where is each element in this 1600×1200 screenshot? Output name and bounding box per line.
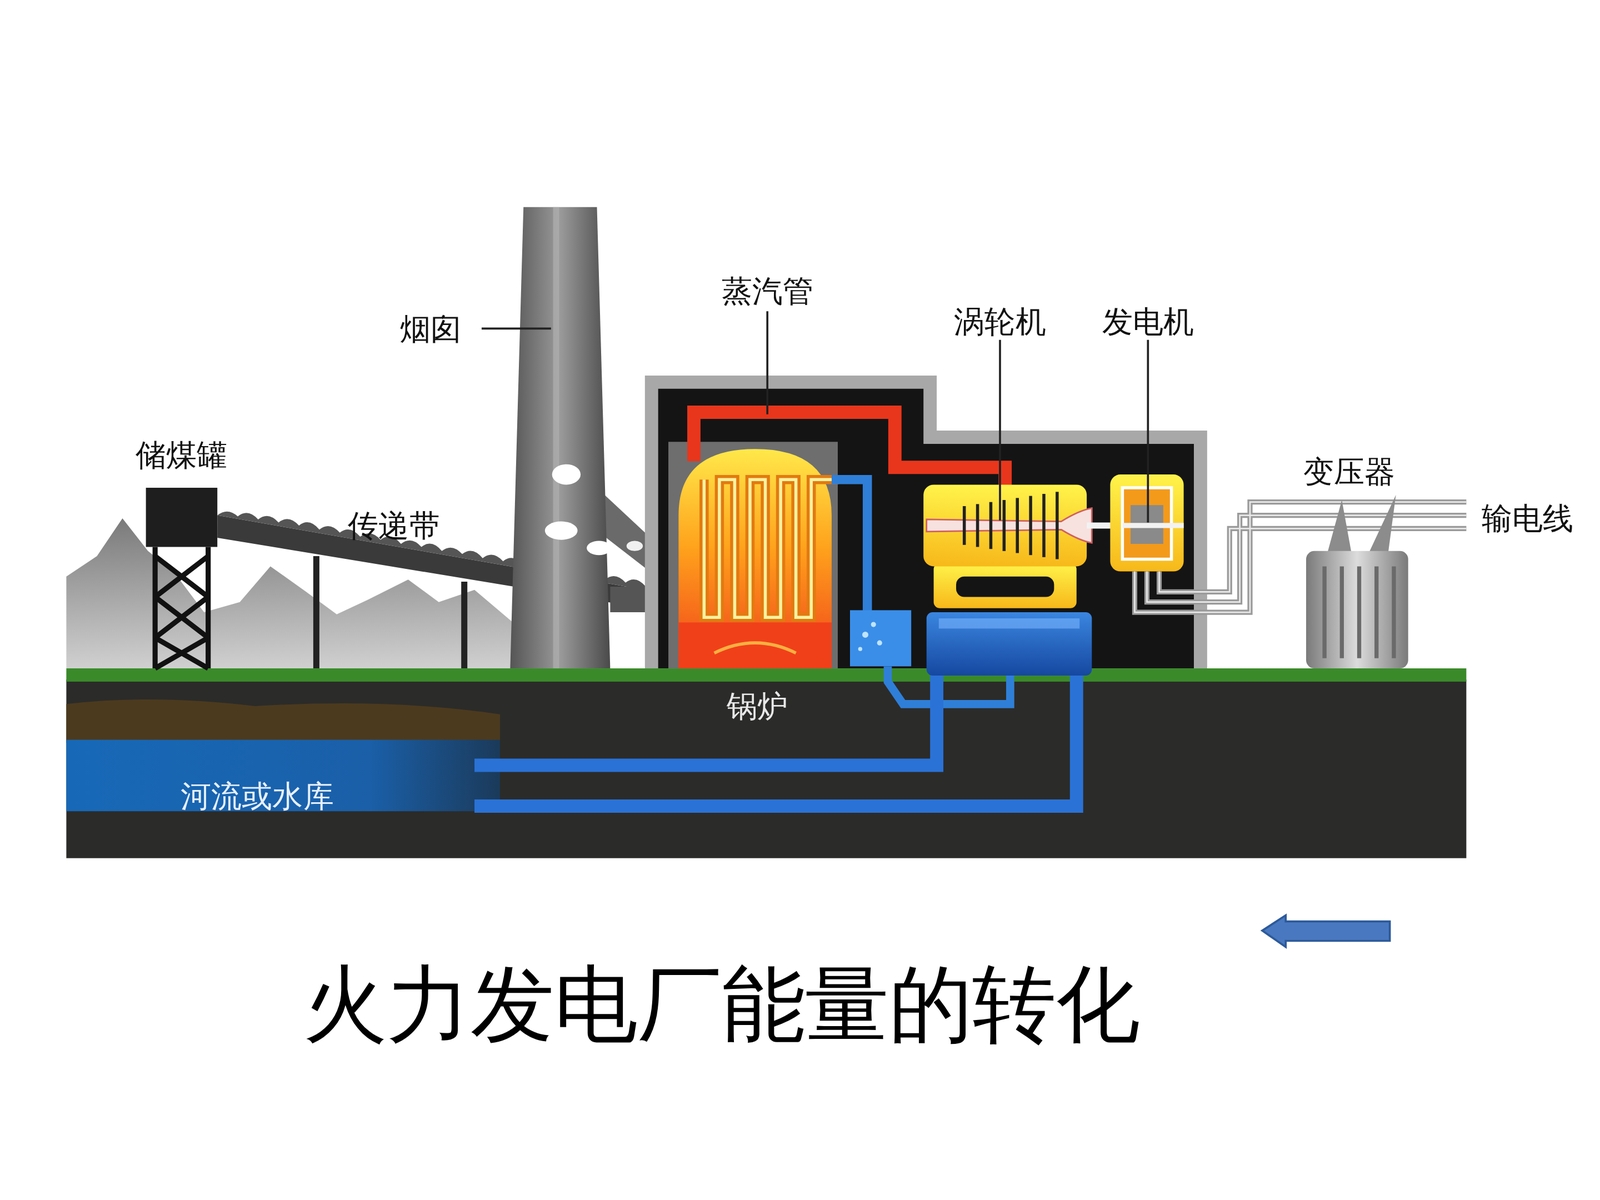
- cooling-pipe-out: [474, 668, 1077, 807]
- cooling-pipe-in: [474, 668, 937, 765]
- building: [645, 375, 1208, 669]
- part-label: 锅炉: [726, 689, 788, 724]
- turbine-slot: [956, 576, 1054, 598]
- coal-tank: [146, 487, 218, 669]
- smoke: [552, 464, 581, 485]
- leader-lines: [481, 311, 1148, 523]
- part-label: 涡轮机: [953, 304, 1046, 339]
- boiler: [678, 448, 839, 669]
- shaft: [1122, 522, 1184, 528]
- boiler-coil: [703, 479, 839, 618]
- wire-highlight: [1134, 502, 1467, 613]
- insulator: [1326, 500, 1353, 557]
- condenser-highlight: [938, 618, 1080, 629]
- transformer: [1306, 495, 1409, 669]
- chimney-stack: [510, 207, 610, 669]
- turbine-base: [933, 563, 1077, 609]
- support: [313, 556, 320, 669]
- boiler-furnace: [678, 622, 832, 669]
- chimney-highlight: [553, 207, 560, 669]
- part-label: 变压器: [1303, 454, 1395, 489]
- back-arrow: [1262, 915, 1390, 948]
- part-label: 河流或水库: [180, 778, 334, 813]
- building-interior: [658, 388, 1194, 669]
- insulator: [1367, 495, 1396, 557]
- support: [461, 581, 468, 669]
- transformer-body: [1306, 551, 1409, 669]
- tank-lattice: [155, 546, 209, 669]
- part-label: 烟囱: [400, 311, 462, 346]
- water-tank: [850, 610, 912, 667]
- turbine-blades: [964, 491, 1058, 559]
- transformer-ribs: [1324, 566, 1394, 658]
- ground-grass: [66, 668, 1467, 682]
- part-label: 发电机: [1102, 304, 1194, 339]
- smoke: [626, 540, 643, 551]
- building-wall: [645, 375, 1208, 669]
- smoke: [586, 540, 612, 555]
- part-label: 蒸汽管: [721, 273, 814, 308]
- flame-mark: [714, 642, 797, 653]
- part-label: 输电线: [1481, 501, 1574, 536]
- feed-water-pipe: [831, 479, 868, 613]
- part-label: 传递带: [347, 508, 440, 543]
- boiler-coil: [703, 479, 839, 618]
- smoke: [545, 521, 578, 540]
- bubbles: [858, 621, 883, 651]
- earth-layer: [66, 699, 500, 743]
- part-label: 储煤罐: [135, 438, 228, 473]
- turbine: [923, 484, 1092, 608]
- turbine-rotor: [926, 508, 1093, 543]
- condenser: [926, 612, 1093, 676]
- diagram-title: 火力发电厂能量的转化: [303, 958, 1140, 1052]
- wires: [1134, 502, 1467, 613]
- tank-body: [146, 487, 218, 548]
